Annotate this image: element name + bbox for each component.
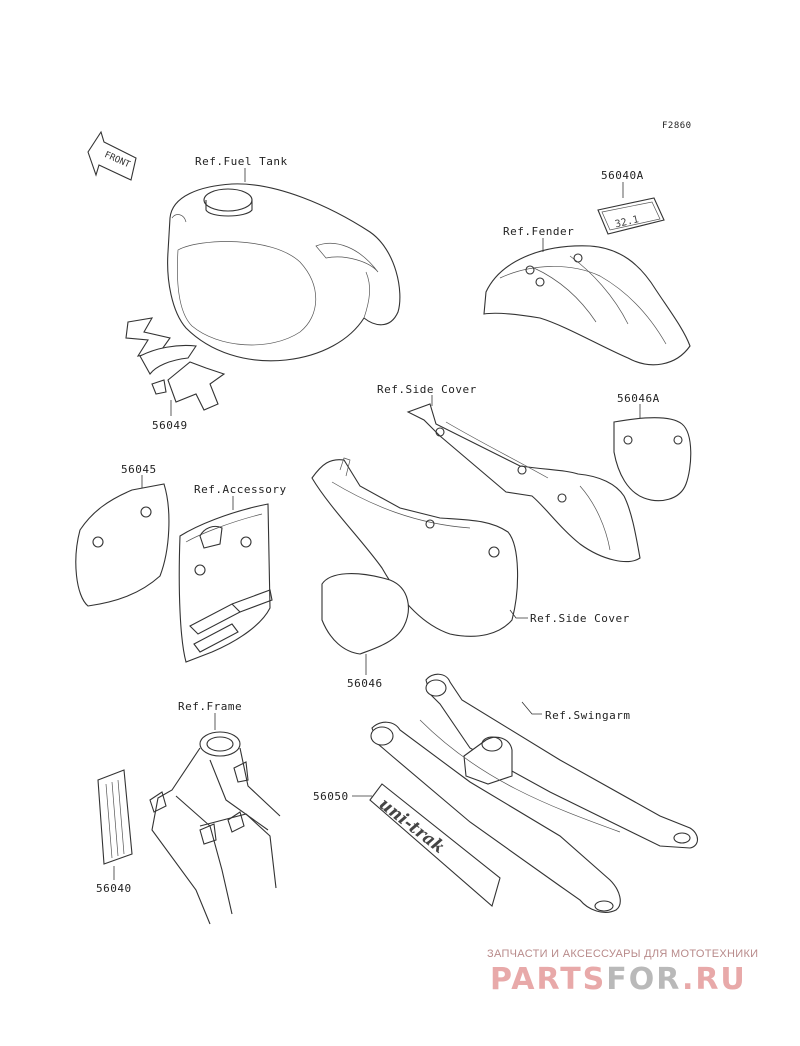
part-number-56050: 56050 [313, 790, 349, 803]
kx-decal-56049 [125, 317, 226, 411]
label-ref-fender: Ref.Fender [503, 225, 575, 238]
side-cover-top-outline [406, 403, 641, 563]
accessory-plate-outline [178, 503, 273, 663]
watermark-tagline: ЗАПЧАСТИ И АКСЕССУАРЫ ДЛЯ МОТОТЕХНИКИ [487, 948, 759, 960]
watermark-logo-part1: PARTS [490, 962, 607, 997]
side-cover-mid-outline [311, 457, 519, 637]
figure-code: F2860 [662, 121, 692, 131]
fuel-tank-outline [167, 183, 401, 362]
label-ref-accessory: Ref.Accessory [194, 483, 287, 496]
watermark-logo: PARTSFOR.RU [490, 962, 747, 997]
label-ref-side-cover-mid: Ref.Side Cover [530, 612, 630, 625]
front-arrow-icon: FRONT [87, 130, 137, 181]
watermark-logo-part2: FOR [606, 962, 682, 997]
part-number-56046A: 56046A [617, 392, 660, 405]
fender-outline [483, 245, 691, 366]
side-cover-decal-56046A [613, 417, 692, 502]
label-ref-frame: Ref.Frame [178, 700, 243, 713]
part-number-56046: 56046 [347, 677, 383, 690]
label-ref-swingarm: Ref.Swingarm [545, 709, 631, 722]
part-number-56049: 56049 [152, 419, 188, 432]
part-number-56045: 56045 [121, 463, 157, 476]
fender-decal-text: 32.1 [614, 214, 640, 230]
label-ref-side-cover-top: Ref.Side Cover [377, 383, 477, 396]
part-number-56040: 56040 [96, 882, 132, 895]
number-plate-decal-56045 [75, 483, 170, 607]
part-number-56040A: 56040A [601, 169, 644, 182]
side-cover-decal-56046 [321, 573, 409, 655]
frame-outline [149, 731, 281, 925]
leader-lines [113, 168, 641, 880]
label-ref-fuel-tank: Ref.Fuel Tank [195, 155, 288, 168]
fender-decal-56040A: 32.1 [597, 197, 665, 235]
swingarm-outline [370, 673, 699, 913]
swingarm-decal-text: uni-trak [375, 794, 449, 858]
watermark-logo-part3: .RU [681, 962, 747, 997]
frame-decal-56040 [97, 769, 133, 865]
